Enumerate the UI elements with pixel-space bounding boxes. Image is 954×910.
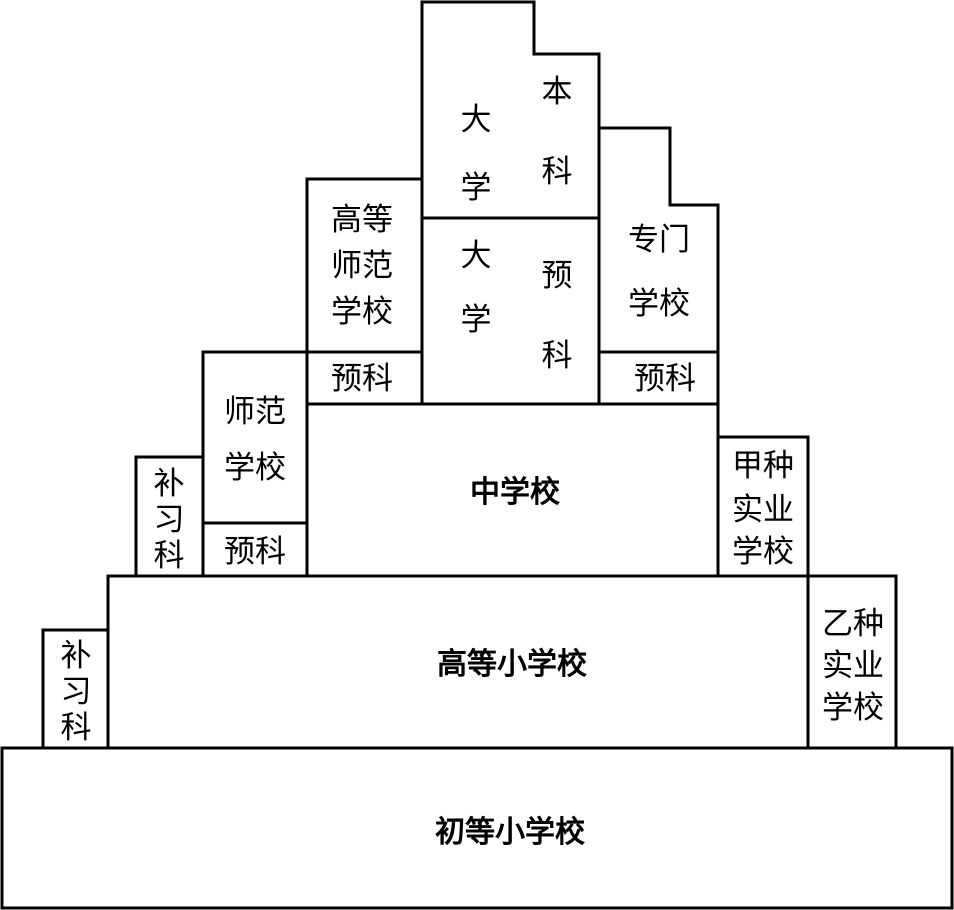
vocational-b-line-1: 乙种 [822,606,884,642]
supplementary-upper-char-3: 科 [154,538,185,574]
higher-normal-line-1: 高等 [331,202,393,238]
higher-normal-prep-label: 预科 [331,361,393,397]
specialized-line-1: 专门 [628,222,690,258]
lower-primary-block [0,746,954,910]
university-prep-block [420,216,601,406]
supplementary-lower-char-3: 科 [61,710,92,746]
supplementary-lower-char-1: 补 [61,638,92,674]
vocational-a-line-1: 甲种 [732,448,794,484]
supplementary-upper-char-2: 习 [154,502,185,538]
vocational-b-line-2: 实业 [822,648,884,684]
supplementary-upper-char-1: 补 [154,466,185,502]
specialized-line-2: 学校 [628,286,690,322]
normal-block [201,350,309,525]
vocational-a-line-2: 实业 [732,492,794,528]
university-prep-char-1: 大 [461,238,492,274]
university-char-2: 学 [461,170,492,206]
middle-school-label: 中学校 [470,475,560,510]
university-prep-char-2: 学 [461,302,492,338]
undergrad-char-1: 本 [542,74,573,110]
normal-prep-label: 预科 [224,534,286,570]
vocational-a-line-3: 学校 [732,534,794,570]
prep-char-1: 预 [542,258,573,294]
higher-normal-line-3: 学校 [331,294,393,330]
university-char-1: 大 [461,102,492,138]
prep-char-2: 科 [542,338,573,374]
specialized-prep-label: 预科 [634,361,696,397]
higher-normal-line-2: 师范 [331,248,393,284]
undergrad-char-2: 科 [542,154,573,190]
supplementary-lower-char-2: 习 [61,674,92,710]
lower-primary-label: 初等小学校 [435,815,585,850]
higher-primary-label: 高等小学校 [437,647,587,682]
normal-line-1: 师范 [224,394,286,430]
normal-line-2: 学校 [224,450,286,486]
vocational-b-line-3: 学校 [822,690,884,726]
